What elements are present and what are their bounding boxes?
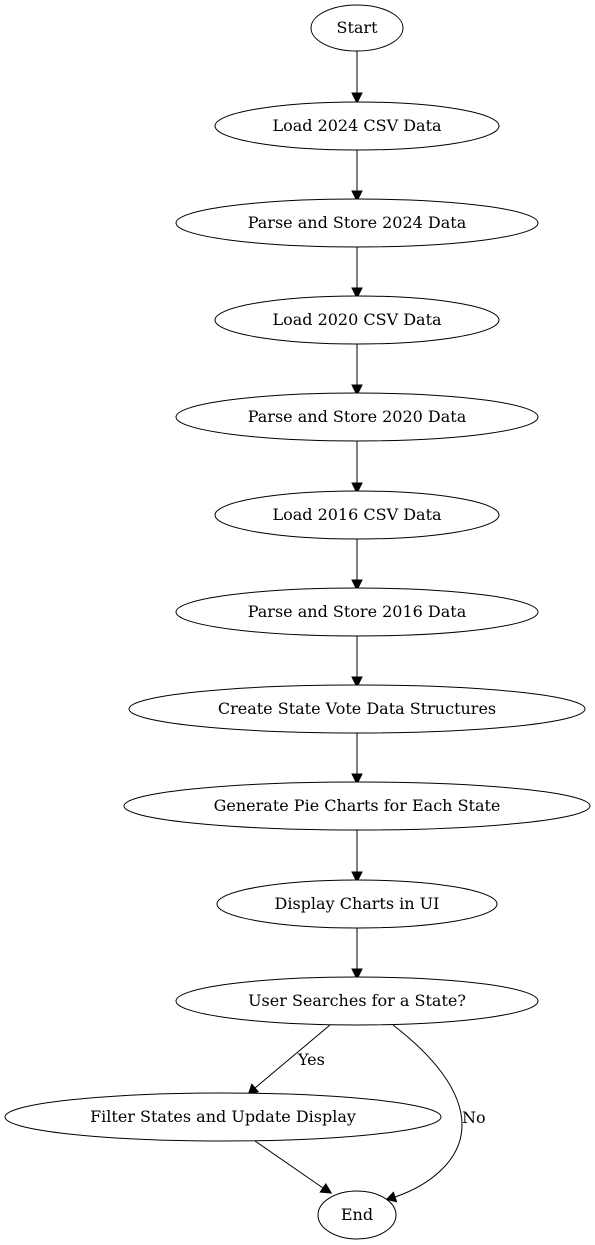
edge-create-to-generate	[351, 733, 363, 786]
node-load-2020-label: Load 2020 CSV Data	[272, 310, 442, 329]
node-generate-charts-label: Generate Pie Charts for Each State	[214, 796, 501, 815]
edge-parse2016-to-create	[351, 636, 363, 689]
node-load-2020: Load 2020 CSV Data	[214, 295, 500, 345]
node-start: Start	[310, 4, 404, 52]
node-display-charts: Display Charts in UI	[216, 879, 498, 929]
node-display-charts-label: Display Charts in UI	[275, 894, 440, 913]
node-filter-states-label: Filter States and Update Display	[90, 1107, 356, 1126]
edge-load2016-to-parse2016	[351, 539, 363, 592]
edge-generate-to-display	[351, 830, 363, 884]
edge-label-yes: Yes	[297, 1050, 325, 1069]
node-create-structures: Create State Vote Data Structures	[128, 684, 586, 734]
edge-load2024-to-parse2024	[351, 150, 363, 203]
edge-load2020-to-parse2020	[351, 344, 363, 397]
node-create-structures-label: Create State Vote Data Structures	[218, 699, 496, 718]
node-end-label: End	[341, 1205, 373, 1224]
node-load-2016-label: Load 2016 CSV Data	[272, 505, 442, 524]
node-parse-2016-label: Parse and Store 2016 Data	[248, 602, 467, 621]
edge-label-no: No	[462, 1108, 486, 1127]
node-start-label: Start	[336, 18, 378, 37]
node-decision-search: User Searches for a State?	[175, 976, 539, 1026]
edge-parse2020-to-load2016	[351, 441, 363, 495]
edge-filter-to-end	[254, 1140, 333, 1194]
node-parse-2016: Parse and Store 2016 Data	[175, 587, 539, 637]
node-load-2024: Load 2024 CSV Data	[214, 101, 500, 151]
node-generate-charts: Generate Pie Charts for Each State	[123, 781, 591, 831]
node-decision-search-label: User Searches for a State?	[248, 991, 466, 1010]
node-load-2016: Load 2016 CSV Data	[214, 490, 500, 540]
edge-parse2024-to-load2020	[351, 247, 363, 300]
edge-display-to-decision	[351, 928, 363, 981]
node-load-2024-label: Load 2024 CSV Data	[272, 116, 442, 135]
node-parse-2024: Parse and Store 2024 Data	[175, 198, 539, 248]
node-filter-states: Filter States and Update Display	[4, 1092, 442, 1142]
node-parse-2020: Parse and Store 2020 Data	[175, 392, 539, 442]
edge-start-to-load2024	[351, 51, 363, 105]
node-parse-2024-label: Parse and Store 2024 Data	[248, 213, 467, 232]
edges	[247, 51, 463, 1203]
node-parse-2020-label: Parse and Store 2020 Data	[248, 407, 467, 426]
edge-decision-to-end	[385, 1024, 463, 1203]
node-end: End	[317, 1190, 397, 1240]
